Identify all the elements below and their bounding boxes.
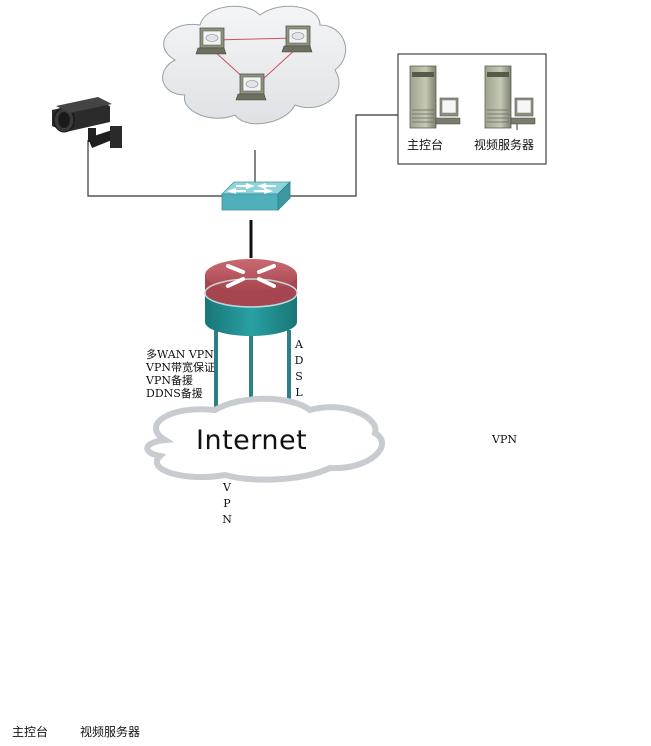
top-video-server-label: 视频服务器 [474, 138, 535, 152]
top-console-label: 主控台 [407, 138, 444, 152]
camera-icon [51, 96, 123, 149]
wan-feature: 多WAN VPN [146, 348, 214, 361]
wan-feature: DDNS备援 [146, 387, 203, 400]
top-server-group [397, 53, 547, 165]
top-lan-cloud [162, 5, 347, 125]
laptop-icon [235, 73, 267, 101]
top-links [87, 114, 398, 410]
internet-label: Internet [196, 425, 308, 456]
wan-feature: VPN备援 [146, 374, 193, 387]
internet-cloud [144, 395, 385, 483]
remote-vpn-label: VPN [492, 433, 517, 446]
wan-feature: VPN带宽保证 [146, 361, 215, 374]
switch-icon [221, 181, 291, 211]
main-router-icon [204, 259, 298, 336]
laptop-icon [195, 27, 227, 55]
bottom-video-server-label: 视频服务器 [80, 725, 141, 739]
laptop-icon [281, 25, 313, 53]
bottom-console-label: 主控台 [12, 725, 49, 739]
